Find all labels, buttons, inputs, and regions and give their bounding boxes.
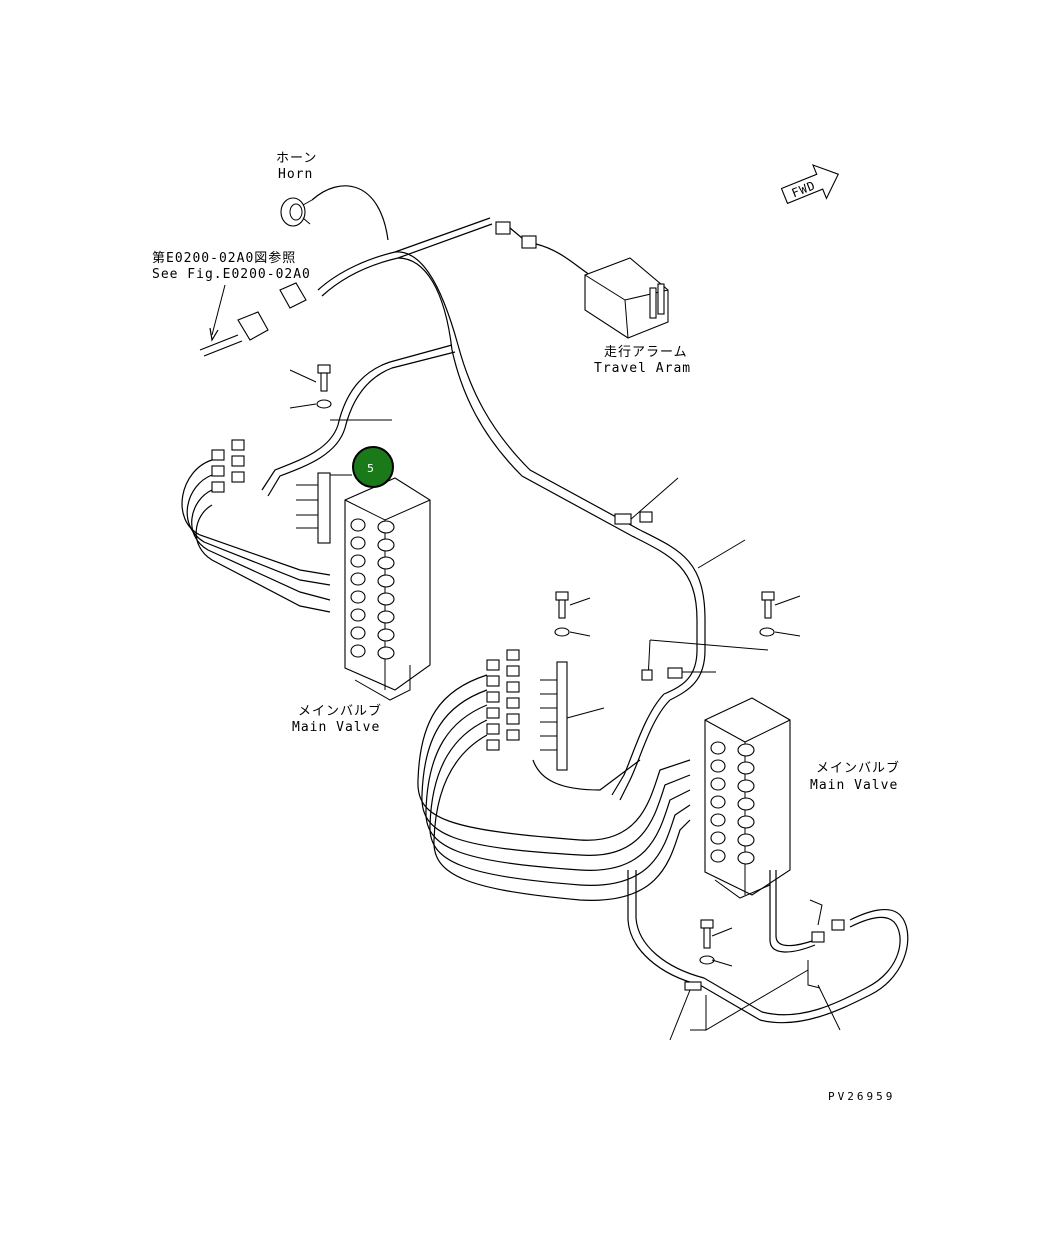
valve-spool — [737, 833, 755, 847]
callout-number: 5 — [367, 462, 374, 475]
horn-label-jp: ホーン — [276, 151, 317, 166]
bolt-left — [289, 364, 392, 421]
valve-port — [710, 795, 726, 809]
valve-spool — [377, 538, 395, 552]
harness-right-valve — [417, 674, 691, 901]
valve-port — [710, 813, 726, 827]
alarm-label-en: Travel Aram — [594, 361, 691, 376]
valve-spool — [737, 815, 755, 829]
valve-left-label-jp: メインバルブ — [298, 703, 382, 719]
ref-connector — [199, 282, 307, 357]
bracket-right — [486, 649, 605, 771]
ref-label-jp: 第E0200-02A0図参照 — [152, 250, 296, 266]
leader-lines — [614, 477, 746, 681]
ref-label-en: See Fig.E0200-02A0 — [152, 267, 311, 282]
valve-port — [710, 741, 726, 755]
bolt-lower — [699, 919, 733, 967]
connectors-upper — [495, 221, 591, 276]
valve-spool — [737, 797, 755, 811]
alarm-label-jp: 走行アラーム — [604, 345, 688, 360]
valve-port — [710, 777, 726, 791]
valve-spool — [737, 761, 755, 775]
valve-spool — [737, 779, 755, 793]
main-valve-right — [704, 697, 791, 899]
fwd-arrow-icon: FWD — [780, 164, 840, 205]
valve-spool — [377, 610, 395, 624]
valve-right-label-jp: メインバルブ — [816, 760, 900, 776]
valve-port — [350, 536, 366, 550]
valve-port — [710, 849, 726, 863]
valve-spool — [377, 646, 395, 660]
valve-port — [350, 644, 366, 658]
harness-lower — [627, 870, 909, 1041]
valve-spool — [377, 574, 395, 588]
travel-alarm — [584, 257, 669, 339]
valve-port — [350, 626, 366, 640]
valve-port — [350, 518, 366, 532]
part-code: PV26959 — [828, 1090, 895, 1103]
valve-port — [350, 572, 366, 586]
horn-label-en: Horn — [278, 167, 313, 182]
harness-left-valve — [181, 439, 331, 613]
valve-spool — [377, 592, 395, 606]
main-valve-left — [296, 472, 431, 701]
valve-right-label-en: Main Valve — [810, 778, 898, 793]
main-harness — [261, 217, 706, 801]
valve-port — [350, 554, 366, 568]
valve-port — [710, 759, 726, 773]
valve-spool — [377, 628, 395, 642]
bolt-right-b — [647, 591, 801, 681]
valve-spool — [377, 556, 395, 570]
valve-port — [710, 831, 726, 845]
valve-spool — [737, 743, 755, 757]
valve-left-label-en: Main Valve — [292, 720, 380, 735]
valve-port — [350, 608, 366, 622]
horn — [280, 185, 389, 241]
valve-port — [350, 590, 366, 604]
bolt-right-a — [554, 591, 591, 637]
valve-spool — [737, 851, 755, 865]
callout-5[interactable]: 5 — [352, 446, 394, 488]
valve-spool — [377, 520, 395, 534]
